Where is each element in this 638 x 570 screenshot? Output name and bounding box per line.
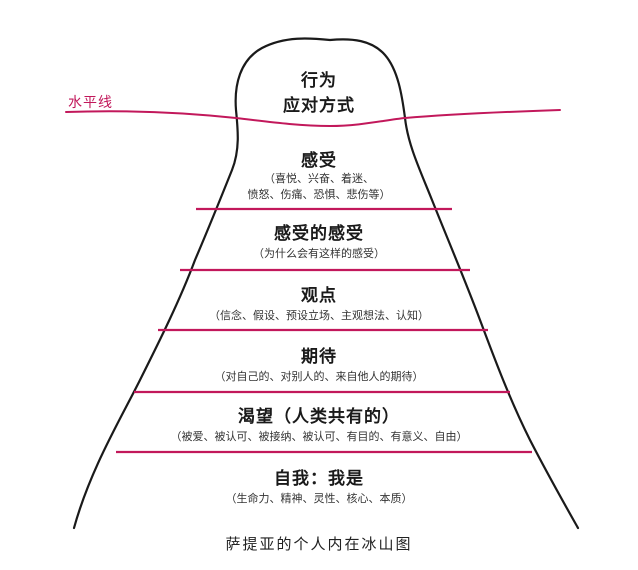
layer-self-title: 自我：我是: [274, 469, 364, 489]
layer-self-sub: （生命力、精神、灵性、核心、本质）: [225, 492, 413, 505]
layer-feelings-about-feelings-sub: （为什么会有这样的感受）: [253, 247, 385, 260]
top-title-line2: 应对方式: [283, 96, 355, 116]
layer-expectations-sub: （对自己的、对别人的、来自他人的期待）: [214, 370, 424, 383]
layer-feelings-about-feelings-title: 感受的感受: [274, 224, 364, 244]
layer-expectations-title: 期待: [301, 347, 337, 367]
layer-yearnings-sub: （被爱、被认可、被接纳、被认可、有目的、有意义、自由）: [170, 430, 468, 443]
layer-feelings-sub2: 愤怒、伤痛、恐惧、悲伤等）: [247, 188, 391, 201]
layer-feelings-sub1: （喜悦、兴奋、着迷、: [264, 172, 374, 185]
layer-feelings-title: 感受: [301, 151, 337, 171]
layer-perceptions-title: 观点: [301, 286, 337, 306]
top-title-line1: 行为: [301, 71, 337, 91]
diagram-caption: 萨提亚的个人内在冰山图: [225, 535, 413, 553]
layer-yearnings-title: 渴望（人类共有的）: [238, 407, 400, 427]
waterline: [65, 109, 561, 128]
iceberg-outline: [72, 37, 580, 530]
waterline-label: 水平线: [68, 95, 113, 111]
layer-perceptions-sub: （信念、假设、预设立场、主观想法、认知）: [209, 309, 429, 322]
